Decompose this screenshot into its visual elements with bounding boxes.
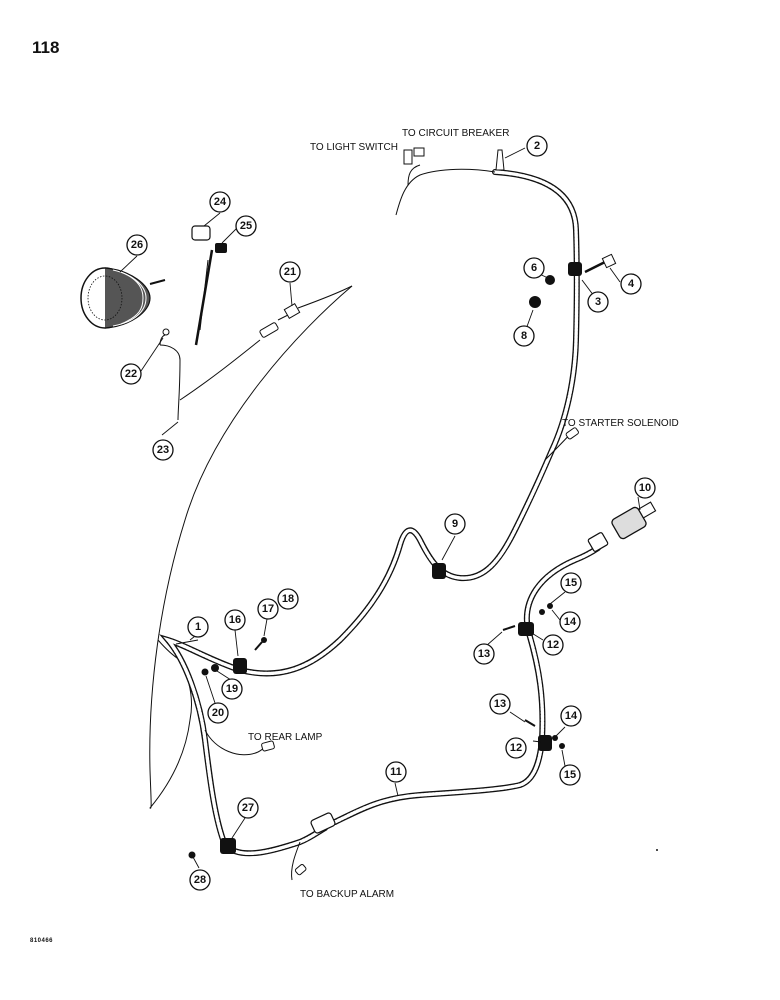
- harness-11: [332, 545, 601, 825]
- callout-25: 25: [235, 215, 257, 237]
- lamp-wire: [159, 344, 181, 421]
- svg-text:14: 14: [565, 710, 578, 722]
- callout-16: 16: [224, 609, 246, 631]
- callout-18: 18: [277, 588, 299, 610]
- svg-text:28: 28: [194, 874, 206, 886]
- hardware-rear: [201, 637, 267, 676]
- svg-text:1: 1: [195, 621, 201, 633]
- callout-12a: 12: [542, 634, 564, 656]
- label-light-switch: TO LIGHT SWITCH: [310, 142, 398, 153]
- callout-13b: 13: [489, 693, 511, 715]
- backup-alarm-connector: [310, 812, 336, 834]
- callout-14a: 14: [559, 611, 581, 633]
- label-circuit-breaker: TO CIRCUIT BREAKER: [402, 128, 509, 139]
- label-backup-alarm: TO BACKUP ALARM: [300, 889, 394, 900]
- fender-outline: [149, 285, 353, 809]
- clamps: [220, 262, 582, 854]
- circuit-breaker-terminal: [495, 149, 505, 171]
- svg-text:12: 12: [510, 742, 522, 754]
- callout-23: 23: [152, 439, 174, 461]
- svg-text:13: 13: [494, 698, 506, 710]
- svg-text:12: 12: [547, 639, 559, 651]
- light-switch-terminal-ring: [413, 147, 425, 157]
- callout-13a: 13: [473, 643, 495, 665]
- callout-27: 27: [237, 797, 259, 819]
- callout-3: 3: [587, 291, 609, 313]
- callout-14b: 14: [560, 705, 582, 727]
- svg-text:16: 16: [229, 614, 241, 626]
- callout-15a: 15: [560, 572, 582, 594]
- rear-lamp-terminal: [261, 740, 275, 752]
- pressure-switch: [587, 501, 657, 552]
- callout-17: 17: [257, 598, 279, 620]
- part-24: [191, 225, 211, 241]
- svg-text:11: 11: [390, 766, 402, 778]
- backup-alarm-terminal: [294, 864, 307, 876]
- svg-text:4: 4: [628, 278, 635, 290]
- rear-lamp-assembly: [80, 267, 166, 329]
- light-switch-lead: [395, 168, 496, 216]
- callout-21: 21: [279, 261, 301, 283]
- connector-21: [283, 302, 301, 320]
- svg-text:8: 8: [521, 330, 527, 342]
- svg-text:22: 22: [125, 368, 137, 380]
- svg-text:9: 9: [452, 518, 458, 530]
- svg-text:24: 24: [214, 196, 227, 208]
- callout-4: 4: [620, 273, 642, 295]
- svg-text:10: 10: [639, 482, 651, 494]
- leader-lines: [119, 147, 641, 869]
- callout-15b: 15: [559, 764, 581, 786]
- callout-20: 20: [207, 702, 229, 724]
- callout-19: 19: [221, 678, 243, 700]
- backup-alarm-lead: [291, 841, 301, 881]
- callout-2: 2: [526, 135, 548, 157]
- main-harness: [237, 169, 580, 677]
- callout-24: 24: [209, 191, 231, 213]
- callout-6: 6: [523, 257, 545, 279]
- svg-text:19: 19: [226, 683, 238, 695]
- svg-text:25: 25: [240, 220, 252, 232]
- svg-text:27: 27: [242, 802, 254, 814]
- callout-11: 11: [385, 761, 407, 783]
- hardware-clamp12: [188, 603, 565, 859]
- svg-text:17: 17: [262, 603, 274, 615]
- svg-text:20: 20: [212, 707, 224, 719]
- callout-10: 10: [634, 477, 656, 499]
- svg-text:14: 14: [564, 616, 577, 628]
- page-number: 118: [32, 38, 60, 57]
- svg-text:3: 3: [595, 296, 601, 308]
- svg-text:13: 13: [478, 648, 490, 660]
- lamp-connector: [259, 322, 279, 338]
- rear-harness: [159, 634, 328, 857]
- label-starter-solenoid: TO STARTER SOLENOID: [562, 418, 679, 429]
- stray-dot: [656, 849, 658, 851]
- callout-9: 9: [444, 513, 466, 535]
- svg-text:21: 21: [284, 266, 296, 278]
- callout-26: 26: [126, 234, 148, 256]
- svg-text:23: 23: [157, 444, 169, 456]
- callout-28: 28: [189, 869, 211, 891]
- part-25: [215, 243, 227, 253]
- svg-text:15: 15: [565, 577, 577, 589]
- light-switch-terminal: [403, 149, 413, 165]
- figure-code: 810466: [30, 938, 54, 944]
- svg-text:18: 18: [282, 593, 294, 605]
- svg-text:15: 15: [564, 769, 576, 781]
- label-rear-lamp: TO REAR LAMP: [248, 732, 323, 743]
- callout-8: 8: [513, 325, 535, 347]
- callout-22: 22: [120, 363, 142, 385]
- svg-text:26: 26: [131, 239, 143, 251]
- svg-text:6: 6: [531, 262, 537, 274]
- starter-solenoid-terminal: [565, 427, 579, 440]
- callout-1: 1: [187, 616, 209, 638]
- svg-text:2: 2: [534, 140, 540, 152]
- callout-12b: 12: [505, 737, 527, 759]
